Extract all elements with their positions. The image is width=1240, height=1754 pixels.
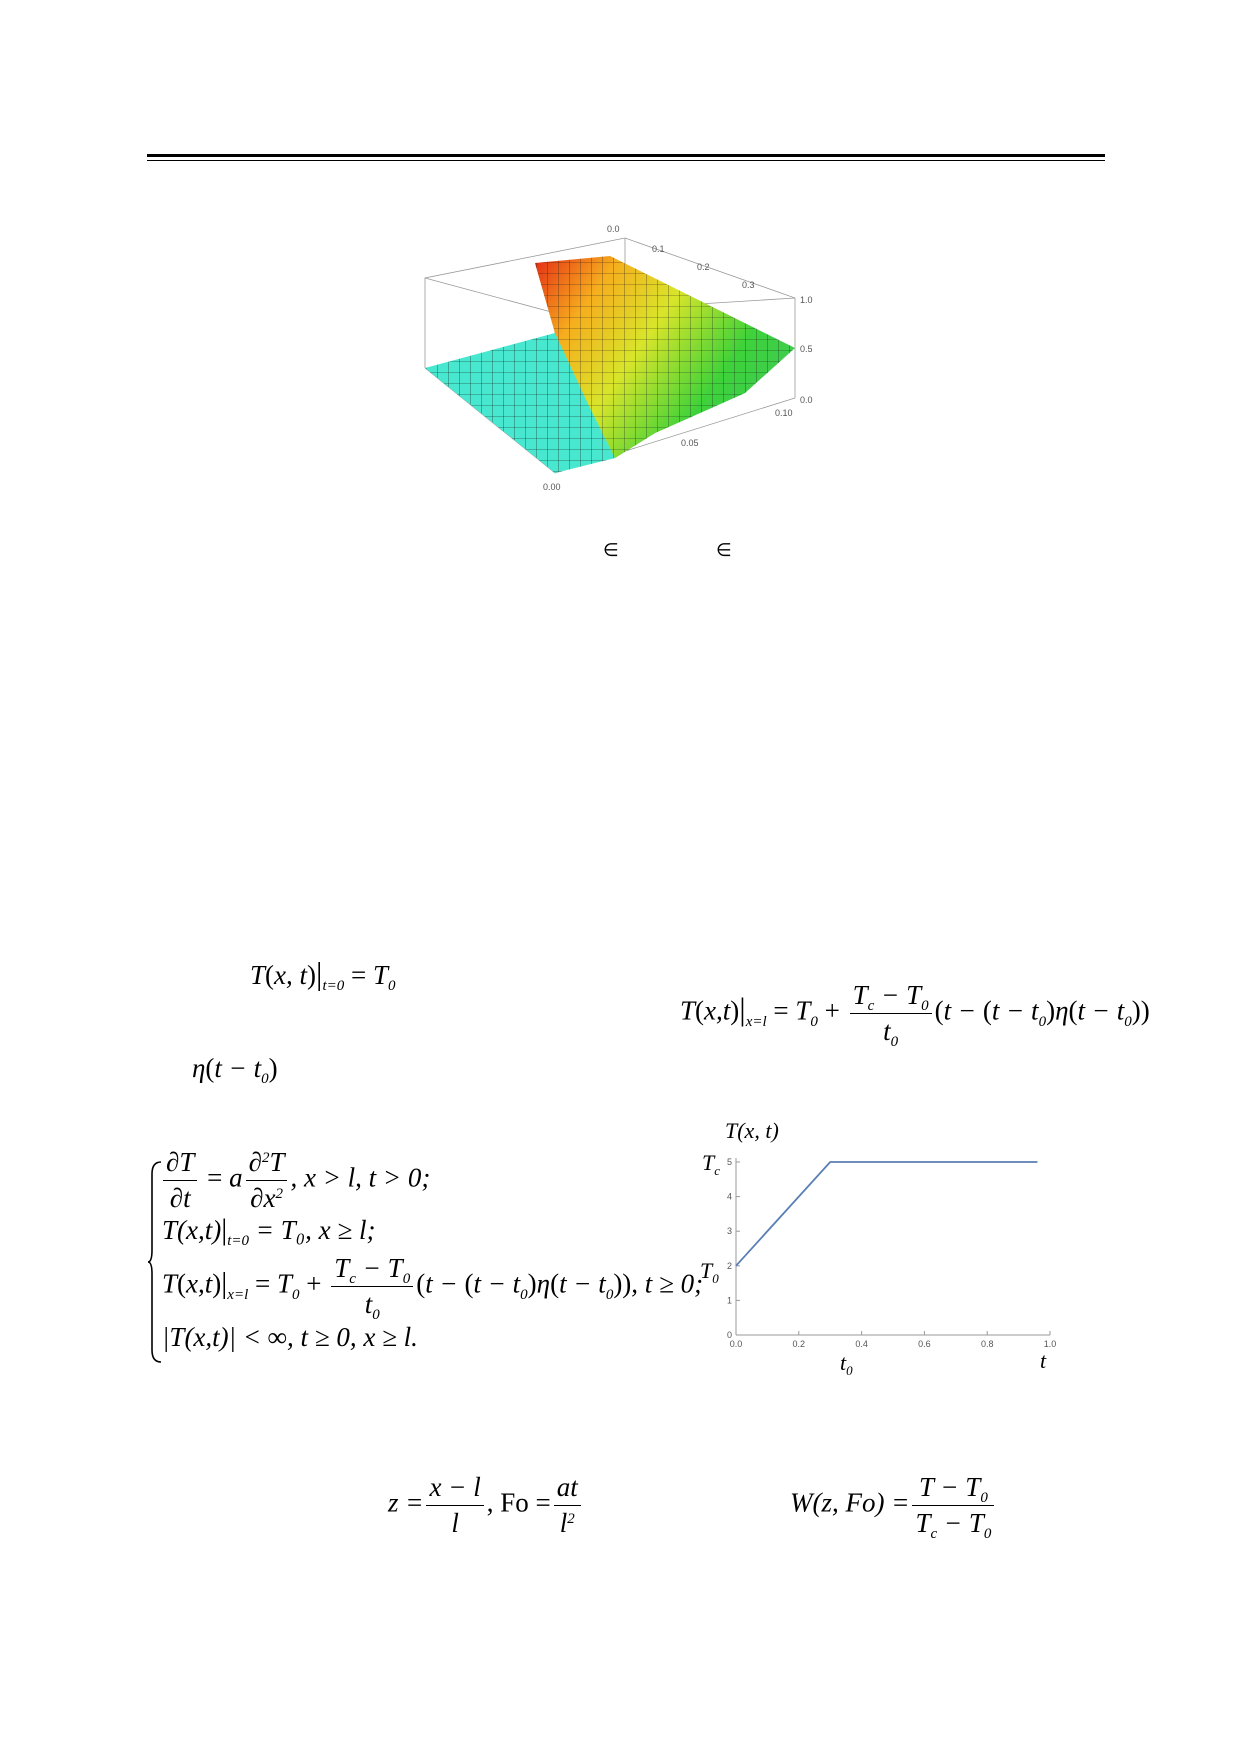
x-tick-label: 0.4 <box>855 1339 868 1349</box>
y-tick-label: 1 <box>727 1295 732 1305</box>
chart-title: T(x, t) <box>725 1118 779 1143</box>
tick-top-0: 0.0 <box>607 224 620 234</box>
series-line-0 <box>735 1161 1038 1267</box>
x-tick-label: 1.0 <box>1044 1339 1057 1349</box>
tick-right-0: 1.0 <box>800 295 813 305</box>
tick-top-1: 0.1 <box>652 244 665 254</box>
system-line-4: |T(x,t)| < ∞, t ≥ 0, x ≥ l. <box>162 1322 418 1352</box>
y-tick-label: 4 <box>727 1192 732 1202</box>
y-tick-label: 5 <box>727 1157 732 1167</box>
y-tick-label: 3 <box>727 1226 732 1236</box>
element-of-symbol-1: ∈ <box>603 540 619 561</box>
tick-right-1: 0.5 <box>800 344 813 354</box>
x-tick-label: 0.0 <box>730 1339 743 1349</box>
header-rule-thick <box>147 154 1105 157</box>
equation-eta: η(t − t0) <box>192 1053 278 1087</box>
x-tick-label: 0.6 <box>918 1339 931 1349</box>
header-rule-thin <box>147 160 1105 161</box>
tick-top-3: 0.3 <box>742 280 755 290</box>
tick-top-2: 0.2 <box>697 262 710 272</box>
system-line-2: T(x,t)|t=0 = T₀, x ≥ l; <box>162 1213 376 1249</box>
chart-xlabel: t <box>1040 1348 1047 1373</box>
tick-bottom-2: 0.10 <box>775 408 793 418</box>
label-tc: Tc <box>702 1150 721 1178</box>
tick-right-2: 0.0 <box>800 395 813 405</box>
x-tick-label: 0.2 <box>793 1339 806 1349</box>
surface-plot: 0.0 0.1 0.2 0.3 1.0 0.5 0.0 0.00 0.05 0.… <box>424 224 813 492</box>
label-t0-axis: t0 <box>840 1350 853 1378</box>
y-tick-label: 2 <box>727 1261 732 1271</box>
boundary-temperature-chart: 0.0 0.2 0.4 0.6 0.8 1.0 0 1 2 3 4 5 <box>727 1157 1057 1349</box>
system-line-1: ∂T∂t = a∂2T∂x2, x > l, t > 0; <box>160 1147 430 1214</box>
label-t0: T0 <box>700 1258 719 1286</box>
equation-initial-condition: T(x, t)|t=0 = T0 <box>250 955 396 994</box>
tick-bottom-0: 0.00 <box>543 482 561 492</box>
element-of-symbol-2: ∈ <box>716 540 732 561</box>
system-brace <box>148 1161 162 1363</box>
y-tick-label: 0 <box>727 1330 732 1340</box>
x-tick-label: 0.8 <box>981 1339 994 1349</box>
tick-bottom-1: 0.05 <box>681 438 699 448</box>
